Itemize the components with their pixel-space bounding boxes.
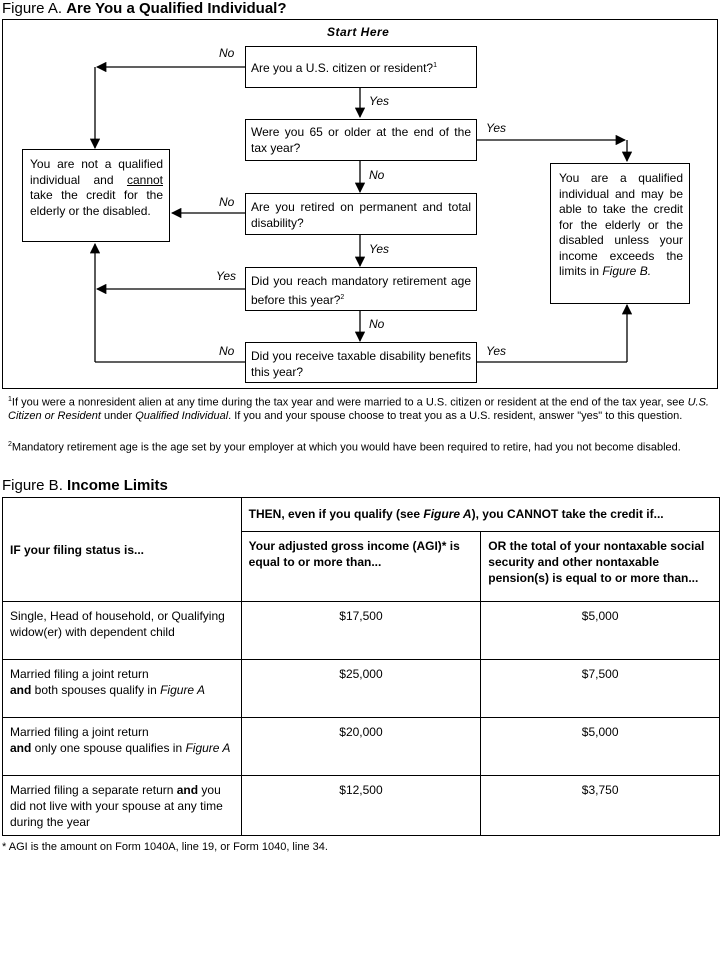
row-2-nontax: $7,500 [480, 659, 720, 718]
label-q2-yes: Yes [486, 121, 507, 135]
question-retirement-text: Did you reach mandatory retirement age b… [251, 274, 471, 307]
figure-a-title: Figure A. Are You a Qualified Individual… [2, 0, 287, 18]
header-then: THEN, even if you qualify (see Figure A)… [240, 497, 721, 532]
figure-b-label: Figure B. [2, 477, 63, 494]
row-4-status: Married filing a separate return and you… [2, 775, 242, 836]
footnote-ref-2: 2 [340, 293, 345, 301]
agi-footnote: * AGI is the amount on Form 1040A, line … [2, 841, 328, 853]
question-benefits-box: Did you receive taxable disability benef… [245, 342, 477, 383]
figure-a-label: Figure A. [2, 0, 63, 17]
flowchart-frame [2, 19, 718, 389]
footnote-2: 2Mandatory retirement age is the age set… [8, 438, 718, 455]
table-row: Single, Head of household, or Qualifying… [2, 601, 720, 660]
flowchart-connectors [89, 61, 633, 363]
figure-b-heading: Income Limits [67, 477, 168, 494]
row-4-nontax: $3,750 [480, 775, 720, 836]
question-citizen-box: Are you a U.S. citizen or resident?1 [245, 46, 477, 88]
table-header-row-2: Your adjusted gross income (AGI)* is equ… [3, 531, 720, 602]
header-filing-status: IF your filing status is... [2, 497, 242, 602]
footnote-ref-1: 1 [433, 62, 437, 69]
table-header-row-1: IF your filing status is... THEN, even i… [2, 497, 721, 602]
label-q1-yes: Yes [369, 94, 390, 108]
question-disability-text: Are you retired on permanent and total d… [251, 200, 471, 230]
question-citizen-text: Are you a U.S. citizen or resident? [251, 61, 434, 75]
footnote-1-number: 1 [8, 396, 12, 403]
footnote-1: 1If you were a nonresident alien at any … [8, 393, 718, 423]
label-q1-no: No [219, 46, 235, 60]
footnote-1-text-b: under [100, 409, 136, 422]
not-qualified-cannot: cannot [126, 172, 163, 187]
header-then-figure-ref: Figure A [423, 507, 472, 521]
qualified-figure-b-ref: Figure B. [602, 264, 652, 278]
income-limits-table: IF your filing status is... THEN, even i… [2, 497, 721, 836]
label-q5-no: No [219, 344, 235, 358]
question-age-text: Were you 65 or older at the end of the t… [251, 125, 471, 155]
not-qualified-text-a: You are not a qualified individual and [30, 157, 163, 187]
not-qualified-text-b: take the credit for the elderly or the d… [30, 188, 163, 218]
footnote-2-text: Mandatory retirement age is the age set … [11, 441, 681, 454]
qualified-box: You are a qualified individual and may b… [550, 163, 690, 304]
start-here-label: Start Here [327, 25, 390, 39]
header-nontaxable: OR the total of your nontaxable social s… [480, 531, 720, 602]
row-2-agi: $25,000 [240, 659, 482, 718]
not-qualified-box: You are not a qualified individual and c… [22, 149, 170, 242]
label-q4-no: No [369, 317, 385, 331]
row-1-nontax: $5,000 [480, 601, 720, 660]
label-q4-yes: Yes [216, 269, 237, 283]
row-4-agi: $12,500 [240, 775, 482, 836]
label-q3-no: No [219, 195, 235, 209]
label-q3-yes: Yes [369, 242, 390, 256]
row-3-agi: $20,000 [240, 717, 482, 776]
question-retirement-box: Did you reach mandatory retirement age b… [245, 267, 477, 311]
label-q5-yes: Yes [486, 344, 507, 358]
figure-b-title: Figure B. Income Limits [2, 477, 168, 495]
label-q2-no: No [369, 168, 385, 182]
question-benefits-text: Did you receive taxable disability benef… [251, 349, 471, 379]
footnote-1-ref-citizen: U.S. Citizen or Resident [8, 396, 709, 422]
row-1-status: Single, Head of household, or Qualifying… [2, 601, 242, 660]
footnote-1-ref-qualified: Qualified Individual [135, 409, 229, 422]
qualified-text: You are a qualified individual and may b… [559, 171, 683, 278]
footnote-2-number: 2 [8, 441, 12, 448]
row-3-nontax: $5,000 [480, 717, 720, 776]
row-1-agi: $17,500 [240, 601, 482, 660]
header-then-b: ), you CANNOT take the credit if... [471, 507, 664, 521]
header-then-a: THEN, even if you qualify (see [248, 507, 424, 521]
question-disability-box: Are you retired on permanent and total d… [245, 193, 477, 235]
question-age-box: Were you 65 or older at the end of the t… [245, 119, 477, 161]
figure-a-heading: Are You a Qualified Individual? [66, 0, 287, 17]
footnote-1-text-a: If you were a nonresident alien at any t… [11, 396, 688, 409]
table-row: Married filing a separate return and you… [2, 775, 720, 836]
header-agi: Your adjusted gross income (AGI)* is equ… [240, 531, 482, 602]
footnote-1-text-c: . If you and your spouse choose to treat… [228, 409, 683, 422]
